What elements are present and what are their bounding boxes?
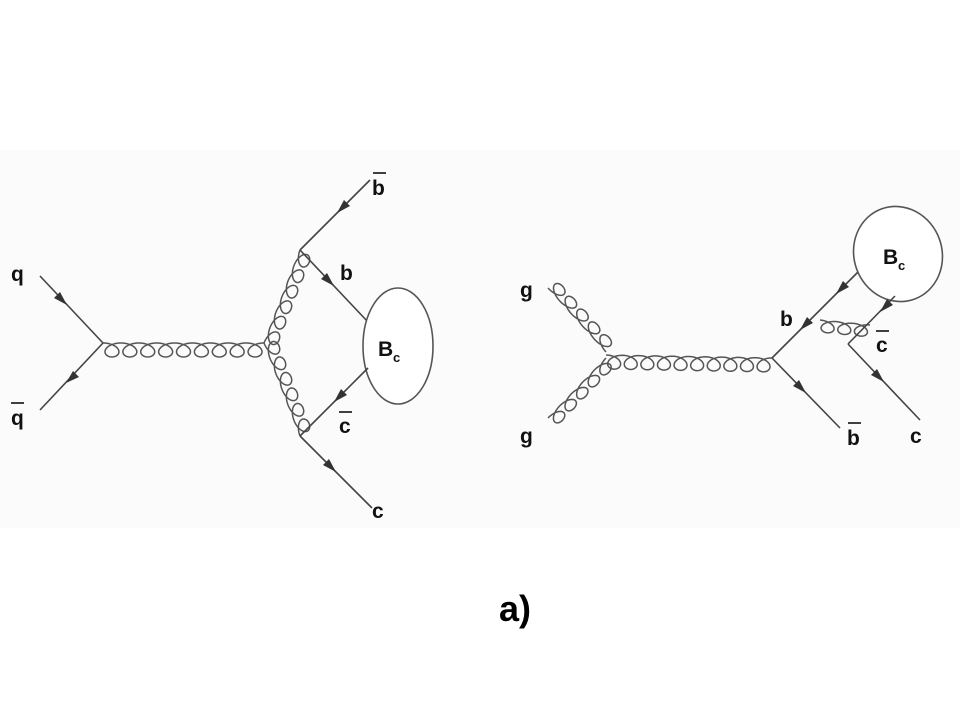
label-cbar: c bbox=[339, 415, 351, 438]
gluon-incoming-bottom bbox=[547, 357, 612, 424]
diagram-background bbox=[0, 150, 960, 528]
label-g-bottom: g bbox=[520, 425, 533, 448]
arrow-q bbox=[54, 292, 67, 305]
gluon-emitted bbox=[819, 319, 871, 337]
label-q: q bbox=[11, 263, 24, 286]
label-b: b bbox=[340, 262, 353, 285]
label-bc: B bbox=[883, 246, 898, 269]
label-bbar: b bbox=[847, 427, 860, 450]
arrow-c bbox=[323, 459, 336, 472]
quark-line-bbar bbox=[299, 179, 371, 251]
diagram-left: q q b b B c c c bbox=[11, 172, 434, 523]
label-qbar: q bbox=[11, 407, 24, 430]
gluon-propagator bbox=[102, 342, 265, 358]
label-g-top: g bbox=[520, 279, 533, 302]
label-bc-subscript: c bbox=[898, 258, 905, 273]
arrow-qbar bbox=[66, 371, 79, 383]
arrow-b-2 bbox=[836, 281, 849, 294]
label-bc-subscript: c bbox=[393, 350, 400, 365]
gluon-propagator bbox=[605, 354, 773, 373]
quark-line-q bbox=[39, 275, 104, 344]
arrow-c bbox=[871, 369, 884, 382]
quark-line-b bbox=[771, 261, 869, 359]
label-b: b bbox=[780, 308, 793, 331]
gluon-lower bbox=[263, 340, 311, 437]
arrow-cbar bbox=[880, 299, 893, 312]
label-cbar: c bbox=[876, 334, 888, 357]
bc-meson-blob bbox=[852, 205, 944, 303]
diagram-right: g g b B c c b c bbox=[520, 205, 944, 450]
arrow-bbar bbox=[337, 200, 350, 213]
arrow-b bbox=[321, 273, 334, 286]
label-c: c bbox=[910, 425, 922, 448]
figure-caption: a) bbox=[498, 588, 531, 629]
label-bbar: b bbox=[372, 177, 385, 200]
arrow-b bbox=[800, 317, 813, 330]
label-bc: B bbox=[378, 338, 393, 361]
gluon-upper bbox=[263, 249, 311, 346]
gluon-incoming-top bbox=[547, 282, 613, 353]
arrow-bbar bbox=[793, 380, 806, 393]
bc-meson-blob bbox=[362, 287, 434, 405]
label-c: c bbox=[372, 500, 384, 523]
arrow-cbar bbox=[334, 389, 347, 402]
